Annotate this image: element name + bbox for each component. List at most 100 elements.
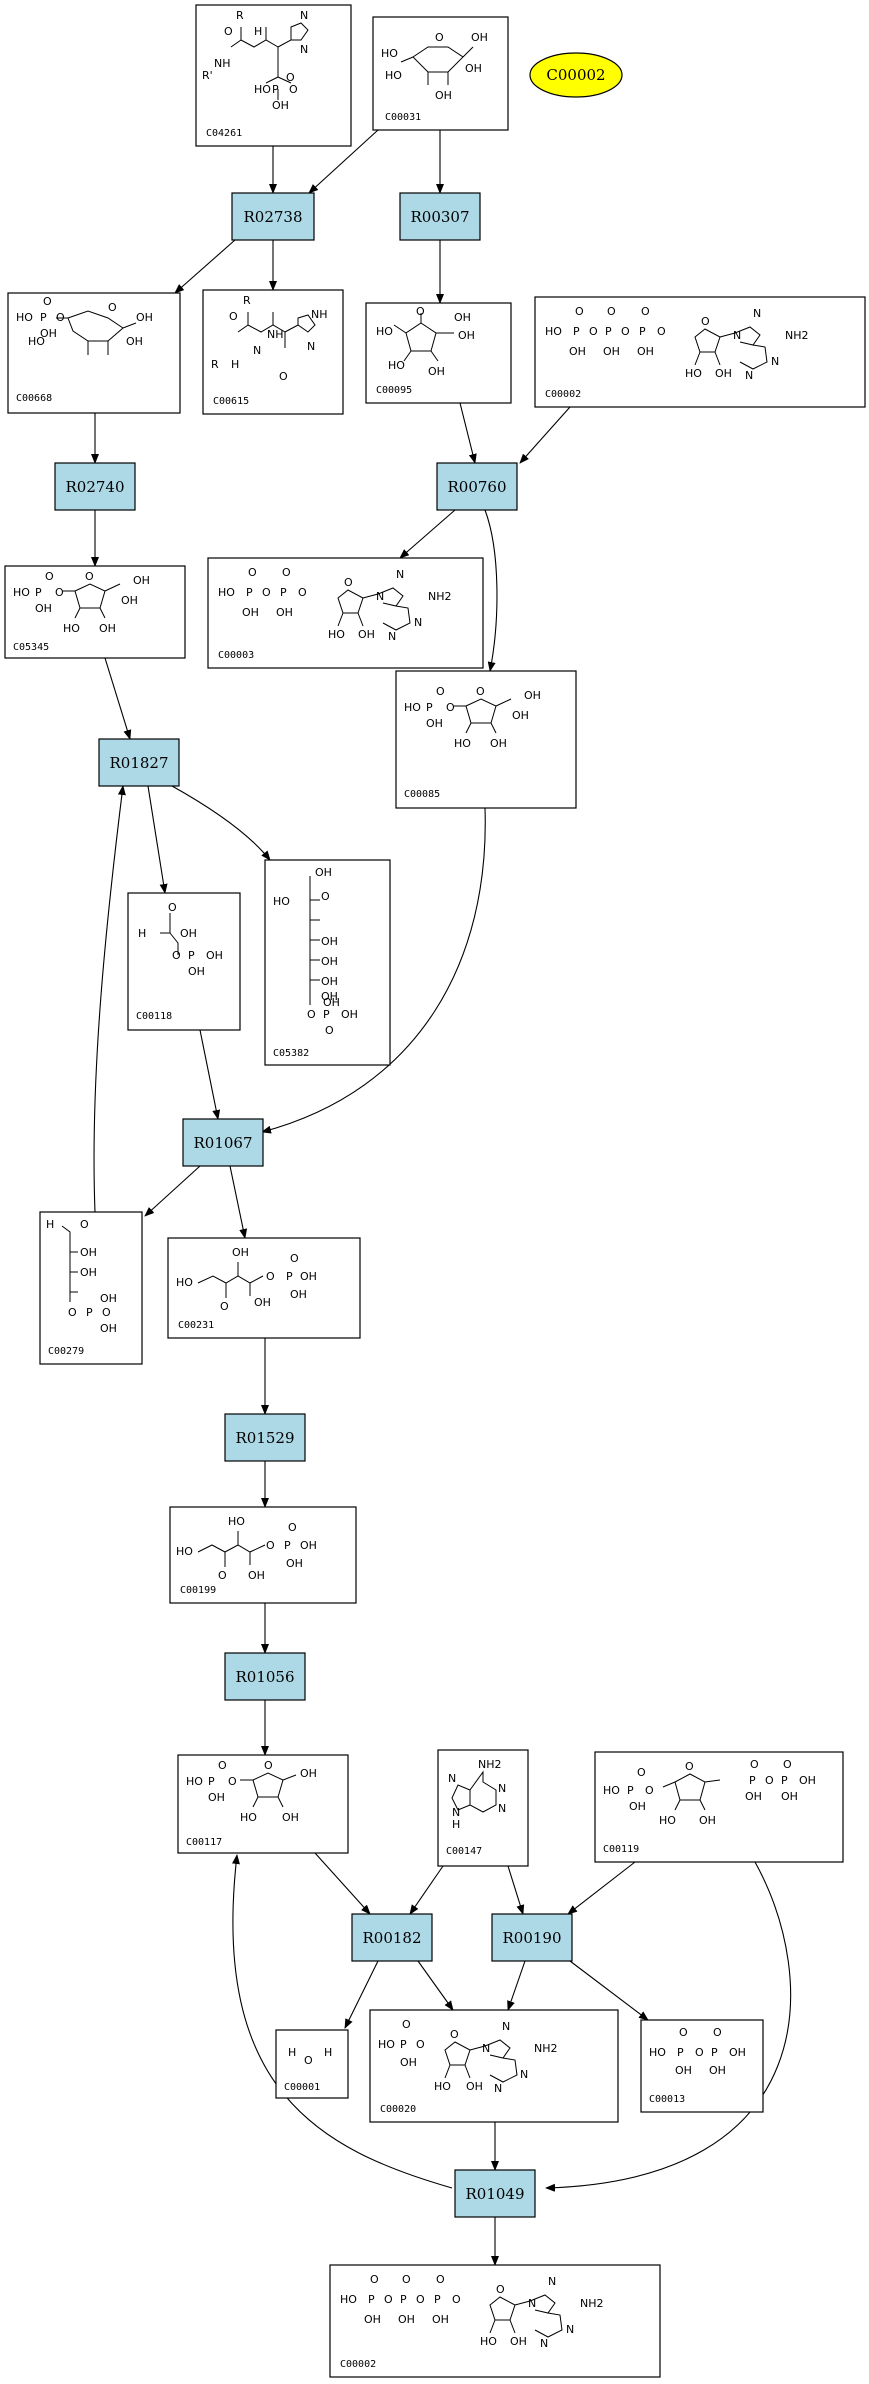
- edge-r02738-c00668: [174, 239, 236, 294]
- atom-label: OH: [435, 89, 452, 102]
- atom-label: O: [679, 2026, 688, 2039]
- compound-c05382[interactable]: OH HO O OH OH OH OH O P OH O OH C05382: [264, 859, 391, 1066]
- atom-label: OH: [675, 2064, 692, 2077]
- atom-label: HO: [378, 2038, 395, 2051]
- compound-id: C00668: [16, 393, 52, 404]
- compound-c00199[interactable]: HO O HO O P OH OH O OH C00199: [169, 1506, 357, 1604]
- atom-label: O: [637, 1766, 646, 1779]
- atom-label: HO: [454, 737, 471, 750]
- reaction-r00182[interactable]: R00182: [351, 1913, 433, 1962]
- compound-c00002-bottom[interactable]: O O O HO P O P O P O OH OH OH O N N NH2 …: [329, 2264, 661, 2378]
- atom-label: N: [376, 590, 384, 603]
- compound-id: C00279: [48, 1346, 84, 1357]
- compound-c05345[interactable]: O HO P O OH O OH OH HO OH C05345: [4, 565, 186, 659]
- atom-label: N: [498, 1802, 506, 1815]
- atom-label: OH: [208, 1791, 225, 1804]
- atom-label: N: [502, 2020, 510, 2033]
- reaction-r02740[interactable]: R02740: [54, 462, 136, 511]
- compound-c04261[interactable]: R O NH R' H N N O HO P O OH C04261: [195, 4, 352, 147]
- atom-label: P: [208, 1775, 215, 1788]
- atom-label: OH: [781, 1790, 798, 1803]
- atom-label: P: [286, 1270, 293, 1283]
- compound-c00085[interactable]: O HO P O OH O OH OH HO OH C00085: [395, 670, 577, 809]
- compound-c00013[interactable]: O O HO P O P OH OH OH C00013: [640, 2019, 764, 2113]
- reaction-label: R02738: [243, 208, 302, 226]
- compound-id: C00117: [186, 1837, 222, 1848]
- compound-c00095[interactable]: O HO OH HO OH OH C00095: [365, 302, 512, 404]
- atom-label: O: [607, 305, 616, 318]
- compound-c00668[interactable]: O HO P O O OH HO OH OH C00668: [7, 292, 181, 414]
- atom-label: O: [452, 2293, 461, 2306]
- atom-label: O: [402, 2273, 411, 2286]
- reaction-r00190[interactable]: R00190: [491, 1913, 573, 1962]
- bond-lines: [489, 2294, 563, 2338]
- compound-c00231[interactable]: OH O HO O OH O P OH OH C00231: [167, 1237, 361, 1339]
- compound-c00615[interactable]: R O NH R H NH N O N C00615: [202, 289, 344, 415]
- reaction-r01827[interactable]: R01827: [98, 738, 180, 787]
- reaction-r01056[interactable]: R01056: [224, 1652, 306, 1701]
- reaction-r02738[interactable]: R02738: [231, 192, 315, 241]
- atom-label: O: [228, 1775, 237, 1788]
- atom-label: N: [300, 9, 308, 22]
- compound-c00147[interactable]: NH2 N N N N H C00147: [437, 1749, 529, 1867]
- reaction-r01049[interactable]: R01049: [454, 2169, 536, 2218]
- atom-label: O: [701, 315, 710, 328]
- atom-label: O: [750, 1758, 759, 1771]
- atom-label: N: [494, 2082, 502, 2095]
- atom-label: OH: [364, 2313, 381, 2326]
- compound-id: C00231: [178, 1320, 214, 1331]
- atom-label: N: [528, 2297, 536, 2310]
- compound-c00117[interactable]: O HO P O OH O OH HO OH C00117: [177, 1754, 349, 1854]
- atom-label: OH: [206, 949, 223, 962]
- atom-label: O: [621, 325, 630, 338]
- atom-label: OH: [276, 606, 293, 619]
- compound-id: C00615: [213, 396, 249, 407]
- compound-c00118[interactable]: O H OH O P OH OH C00118: [127, 892, 241, 1031]
- compound-id: C00147: [446, 1846, 482, 1857]
- compound-id: C00085: [404, 789, 440, 800]
- reaction-r00760[interactable]: R00760: [436, 462, 518, 511]
- bond-lines: [61, 1225, 78, 1302]
- atom-label: OH: [432, 2313, 449, 2326]
- atom-label: O: [325, 1024, 334, 1037]
- atom-label: O: [108, 301, 117, 314]
- compound-c00031[interactable]: O OH HO HO OH OH C00031: [372, 16, 509, 131]
- edge-r00182-c00001: [344, 1960, 379, 2029]
- atom-label: O: [102, 1306, 111, 1319]
- atom-label: P: [400, 2038, 407, 2051]
- atom-label: R: [243, 294, 251, 307]
- reaction-r01529[interactable]: R01529: [224, 1413, 306, 1462]
- atom-label: N: [388, 630, 396, 643]
- compound-c00003[interactable]: O O HO P O P O OH OH O N N NH2 N N HO OH…: [207, 557, 484, 669]
- atom-label: N: [300, 43, 308, 56]
- atom-label: OH: [321, 935, 338, 948]
- atom-label: HO: [603, 1784, 620, 1797]
- edge-c00147-r00190: [507, 1865, 525, 1915]
- compound-c00020[interactable]: O HO P O OH O N N NH2 N N HO OH C00020: [369, 2009, 619, 2123]
- bond-lines: [694, 326, 768, 370]
- reaction-r00307[interactable]: R00307: [399, 192, 481, 241]
- molecule-structure: R O NH R H NH N O N: [211, 294, 328, 383]
- atom-label: HO: [685, 367, 702, 380]
- atom-label: OH: [510, 2335, 527, 2348]
- atom-label: HO: [28, 335, 45, 348]
- molecule-structure: OH O HO O OH O P OH OH: [176, 1246, 317, 1313]
- atom-label: N: [520, 2068, 528, 2081]
- reaction-r01067[interactable]: R01067: [182, 1118, 264, 1167]
- highlight-node[interactable]: C00002: [529, 52, 623, 98]
- edge-c00002a-r00760: [519, 406, 571, 464]
- atom-label: O: [218, 1759, 227, 1772]
- compound-id: C04261: [206, 128, 242, 139]
- atom-label: O: [289, 83, 298, 96]
- compound-c00279[interactable]: H O OH OH OH O P OH O C00279: [39, 1211, 143, 1365]
- atom-label: HO: [376, 325, 393, 338]
- edge-r01827-c00118: [147, 785, 168, 894]
- compound-c00001[interactable]: H O H C00001: [275, 2029, 349, 2099]
- compound-c00002-top[interactable]: O O O HO P O P O P O OH OH OH O N N NH2 …: [534, 296, 866, 408]
- molecule-structure: O HO P O OH O OH HO OH: [186, 1759, 317, 1824]
- atom-label: P: [368, 2293, 375, 2306]
- compound-c00119[interactable]: O O O HO P O OH O P O P OH OH OH HO OH C…: [594, 1751, 844, 1863]
- atom-label: HO: [545, 325, 562, 338]
- atom-label: HO: [273, 895, 290, 908]
- atom-label: O: [55, 586, 64, 599]
